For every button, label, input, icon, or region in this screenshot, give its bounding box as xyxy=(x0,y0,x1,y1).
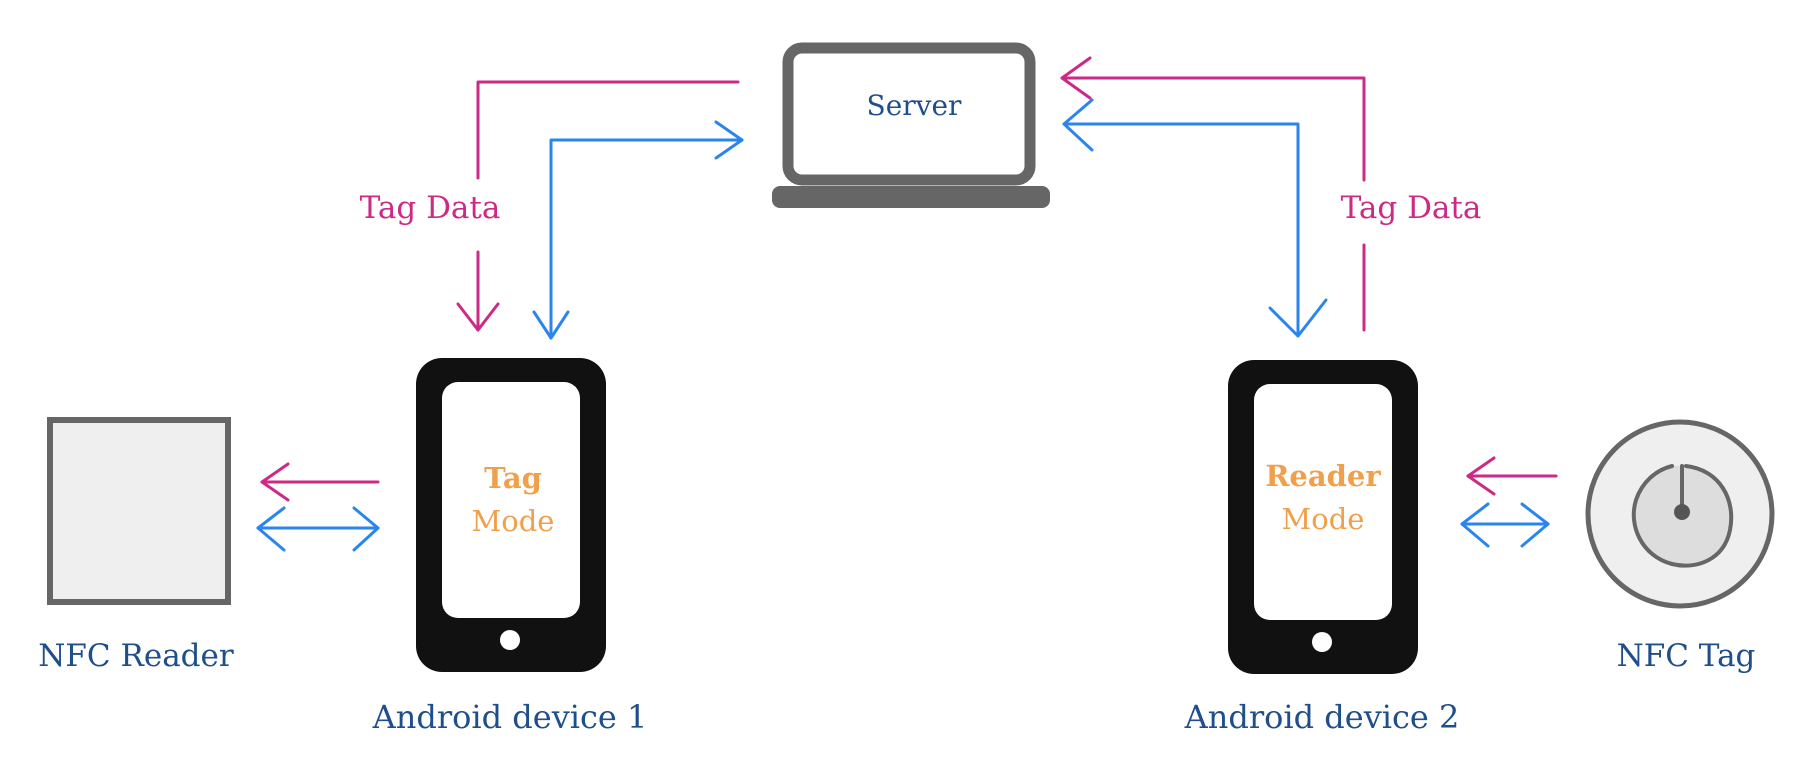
tag-data-arrow-to-device1 xyxy=(456,80,740,332)
home-button-icon xyxy=(1312,632,1332,652)
server-label: Server xyxy=(867,89,963,122)
blue-bidirectional-arrow-device2-tag xyxy=(1460,502,1550,548)
server-laptop-icon: Server xyxy=(772,42,1050,208)
tag-data-label-right: Tag Data xyxy=(1341,190,1482,226)
device2-mode-bold: Reader xyxy=(1265,459,1381,493)
home-button-icon xyxy=(500,630,520,650)
pink-arrow-device1-to-reader xyxy=(260,462,380,502)
device2-caption: Android device 2 xyxy=(1184,698,1460,736)
blue-bidirectional-arrow-reader-device1 xyxy=(256,506,380,552)
nfc-tag-icon xyxy=(1585,419,1775,609)
device2-mode: Mode xyxy=(1282,502,1365,536)
nfc-reader-caption: NFC Reader xyxy=(38,638,234,674)
nfc-tag-caption: NFC Tag xyxy=(1617,638,1756,674)
android-device-2-smartphone-icon xyxy=(1228,360,1418,674)
nfc-reader-icon xyxy=(47,417,231,605)
device1-mode: Mode xyxy=(472,504,555,538)
tag-data-label-left: Tag Data xyxy=(360,190,501,226)
pink-arrow-tag-to-device2 xyxy=(1466,456,1558,496)
device1-mode-bold: Tag xyxy=(484,461,542,495)
bidirectional-arrow-device1-server xyxy=(532,120,744,340)
bidirectional-arrow-server-device2 xyxy=(1062,98,1328,338)
device1-caption: Android device 1 xyxy=(372,698,648,736)
android-device-1-smartphone-icon xyxy=(416,358,606,672)
tag-data-arrow-to-server xyxy=(1060,56,1366,332)
